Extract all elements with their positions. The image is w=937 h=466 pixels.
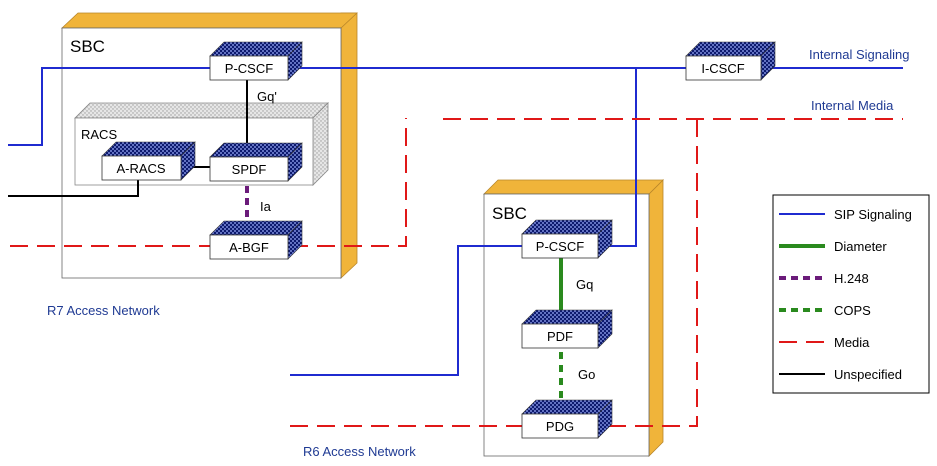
- sip-line-r7-access: [8, 67, 210, 146]
- sbc-r6-title: SBC: [492, 204, 527, 223]
- legend-label-sip: SIP Signaling: [834, 207, 912, 222]
- node-icscf: I-CSCF: [685, 41, 776, 81]
- legend-label-cops: COPS: [834, 303, 871, 318]
- node-spdf: SPDF: [209, 142, 303, 182]
- node-pdf: PDF: [521, 309, 613, 349]
- sip-line-r6-access: [290, 245, 522, 376]
- node-pdf-label: PDF: [547, 329, 573, 344]
- node-abgf-label: A-BGF: [229, 240, 269, 255]
- node-abgf: A-BGF: [209, 220, 303, 260]
- node-r6-pcscf-label: P-CSCF: [536, 239, 584, 254]
- node-r6-pcscf: P-CSCF: [521, 219, 613, 259]
- legend-label-media: Media: [834, 335, 870, 350]
- label-internal-signaling: Internal Signaling: [809, 47, 909, 62]
- node-pdg-label: PDG: [546, 419, 574, 434]
- legend-frame: [772, 194, 930, 394]
- iface-gq: Gq: [576, 277, 593, 292]
- legend-label-unspecified: Unspecified: [834, 367, 902, 382]
- node-aracs-label: A-RACS: [116, 161, 165, 176]
- legend-label-h248: H.248: [834, 271, 869, 286]
- label-r6-access: R6 Access Network: [303, 444, 416, 459]
- sbc-r7-title: SBC: [70, 37, 105, 56]
- legend-label-diameter: Diameter: [834, 239, 887, 254]
- label-r7-access: R7 Access Network: [47, 303, 160, 318]
- racs-title: RACS: [81, 127, 117, 142]
- node-icscf-label: I-CSCF: [701, 61, 744, 76]
- label-internal-media: Internal Media: [811, 98, 894, 113]
- node-r7-pcscf-label: P-CSCF: [225, 61, 273, 76]
- node-pdg: PDG: [521, 399, 613, 439]
- iface-gq-prime: Gq': [257, 89, 277, 104]
- sip-line-r6-core: [598, 68, 637, 247]
- node-aracs: A-RACS: [101, 141, 196, 181]
- link-access-aracs: [8, 180, 139, 197]
- media-line-r7-core: [290, 118, 407, 247]
- iface-go: Go: [578, 367, 595, 382]
- iface-ia: Ia: [260, 199, 272, 214]
- node-r7-pcscf: P-CSCF: [209, 41, 303, 81]
- node-spdf-label: SPDF: [232, 162, 267, 177]
- media-line-r6-core: [598, 119, 698, 427]
